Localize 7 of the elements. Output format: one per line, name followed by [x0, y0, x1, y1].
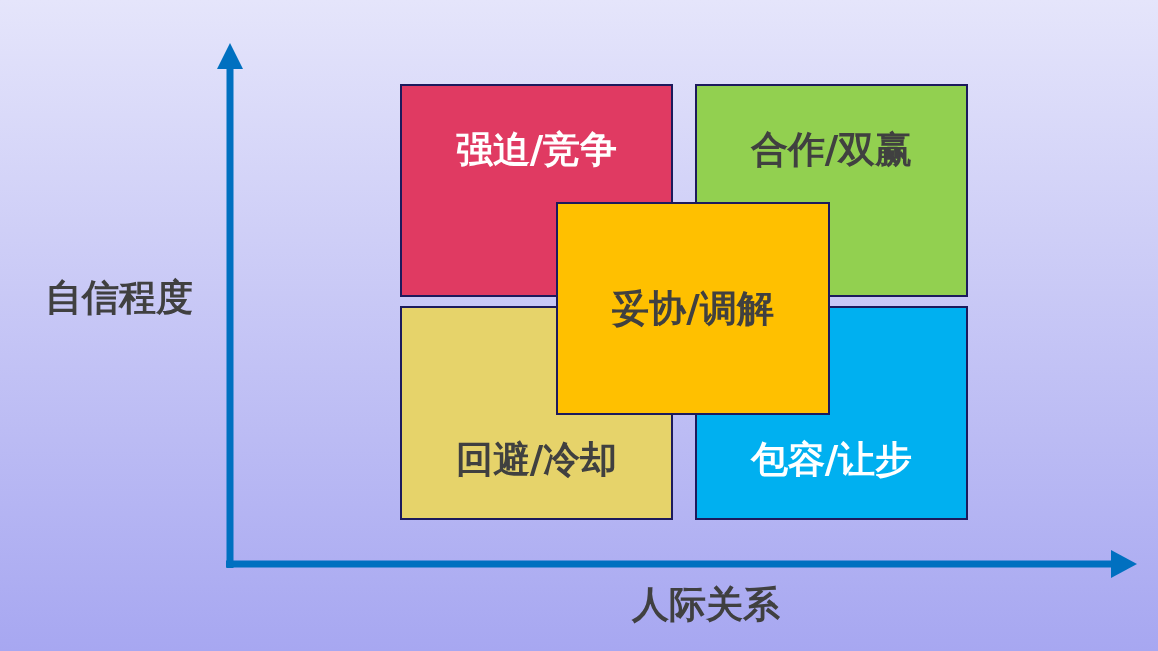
- x-axis-title: 人际关系: [632, 583, 780, 627]
- mode-label: 妥协/调解: [612, 286, 774, 331]
- mode-label: 包容/让步: [750, 438, 913, 482]
- mode-label: 合作/双赢: [750, 128, 913, 172]
- mode-label: 回避/冷却: [455, 438, 618, 482]
- mode-label: 强迫/竞争: [455, 128, 618, 172]
- y-axis-title: 自信程度: [45, 276, 193, 320]
